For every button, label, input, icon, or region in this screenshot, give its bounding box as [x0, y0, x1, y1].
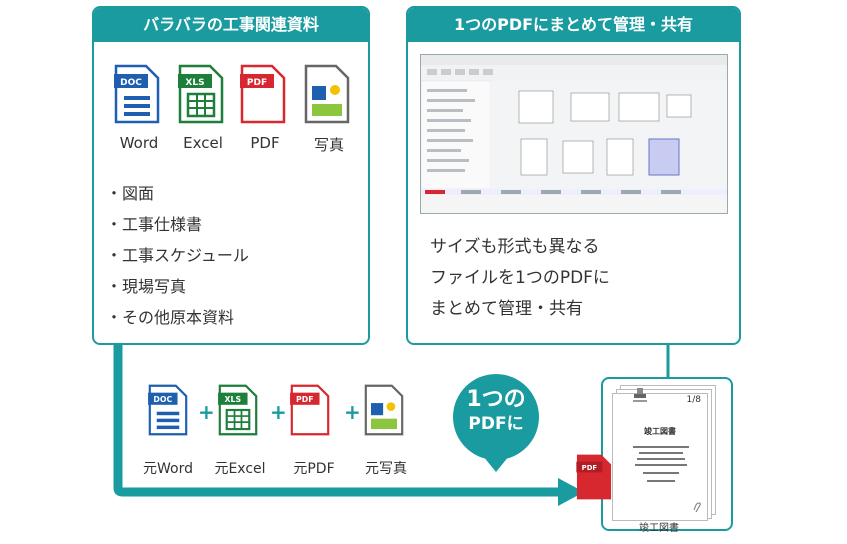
source-panel-title: バラバラの工事関連資料 [94, 8, 368, 42]
paperclip-icon [693, 502, 701, 513]
xls-file-icon: XLS [178, 64, 224, 124]
output-pdf-page: 1/8 竣工図書 [612, 393, 708, 521]
excel-label: Excel [183, 134, 223, 152]
photo-file: 写真 [304, 64, 350, 154]
photo-file-icon [364, 384, 404, 436]
app-screenshot-illustration [420, 55, 727, 213]
photo-label: 写真 [313, 136, 344, 154]
description-line: サイズも形式も異なる [430, 237, 600, 257]
left-to-output-arrow-line [113, 345, 560, 497]
document-title: 竣工図書 [644, 427, 676, 436]
list-item: ・その他原本資料 [106, 308, 235, 327]
pdf-file-icon: PDF [240, 64, 286, 124]
badge-line2: PDFに [468, 414, 524, 434]
pdf-file-icon: PDF [576, 454, 612, 500]
original-excel-label: 元Excel [214, 461, 266, 477]
document-type-list: ・図面 ・工事仕様書 ・工事スケジュール ・現場写真 ・その他原本資料 [106, 178, 249, 333]
description-line: ファイルを1つのPDFに [430, 268, 610, 288]
doc-file-icon: DOC [148, 384, 188, 436]
word-label: Word [119, 134, 159, 152]
plus-sign: + [198, 400, 215, 424]
svg-text:PDF: PDF [296, 395, 314, 404]
word-file: DOC Word [114, 64, 160, 152]
original-word-label: 元Word [143, 461, 193, 477]
merged-description: サイズも形式も異なる ファイルを1つのPDFに まとめて管理・共有 [430, 232, 610, 325]
output-pdf-icon: PDF [576, 454, 612, 500]
svg-text:PDF: PDF [582, 464, 598, 472]
document-text-lines [633, 446, 689, 482]
excel-file: XLS Excel [178, 64, 224, 152]
svg-text:DOC: DOC [120, 78, 142, 88]
pdf-label: PDF [250, 134, 280, 152]
svg-text:XLS: XLS [185, 78, 204, 88]
list-item: ・工事スケジュール [106, 246, 249, 265]
original-excel-file: XLS [218, 384, 258, 440]
merged-panel-title: 1つのPDFにまとめて管理・共有 [408, 8, 739, 42]
original-word-file: DOC [148, 384, 188, 440]
pdf-file: PDF PDF [240, 64, 286, 152]
list-item: ・工事仕様書 [106, 215, 203, 234]
arrow-head [558, 478, 584, 506]
merged-pdf-panel: 1つのPDFにまとめて管理・共有 サイズも形式も異なる ファイルを1つのPDFに… [406, 6, 741, 345]
description-line: まとめて管理・共有 [430, 299, 583, 319]
page-counter: 1/8 [686, 395, 701, 405]
stamp-icon [633, 388, 647, 402]
output-caption: 竣工図書 [639, 523, 679, 534]
plus-sign: + [344, 400, 361, 424]
original-photo-label: 元写真 [365, 461, 407, 477]
original-photo-file [364, 384, 404, 440]
svg-text:PDF: PDF [247, 78, 267, 88]
photo-file-icon [304, 64, 350, 124]
list-item: ・図面 [106, 184, 155, 203]
svg-text:XLS: XLS [224, 395, 241, 404]
original-pdf-label: 元PDF [293, 461, 335, 477]
list-item: ・現場写真 [106, 277, 187, 296]
xls-file-icon: XLS [218, 384, 258, 436]
one-pdf-badge: 1つの PDFに [453, 374, 539, 460]
doc-file-icon: DOC [114, 64, 160, 124]
original-pdf-file: PDF [290, 384, 330, 440]
source-documents-panel: バラバラの工事関連資料 DOC Word XLS Excel [92, 6, 370, 345]
badge-pointer [483, 456, 509, 472]
svg-text:DOC: DOC [153, 395, 172, 404]
plus-sign: + [270, 400, 287, 424]
pdf-file-icon: PDF [290, 384, 330, 436]
badge-line1: 1つの [466, 387, 526, 412]
app-screenshot [420, 54, 728, 214]
